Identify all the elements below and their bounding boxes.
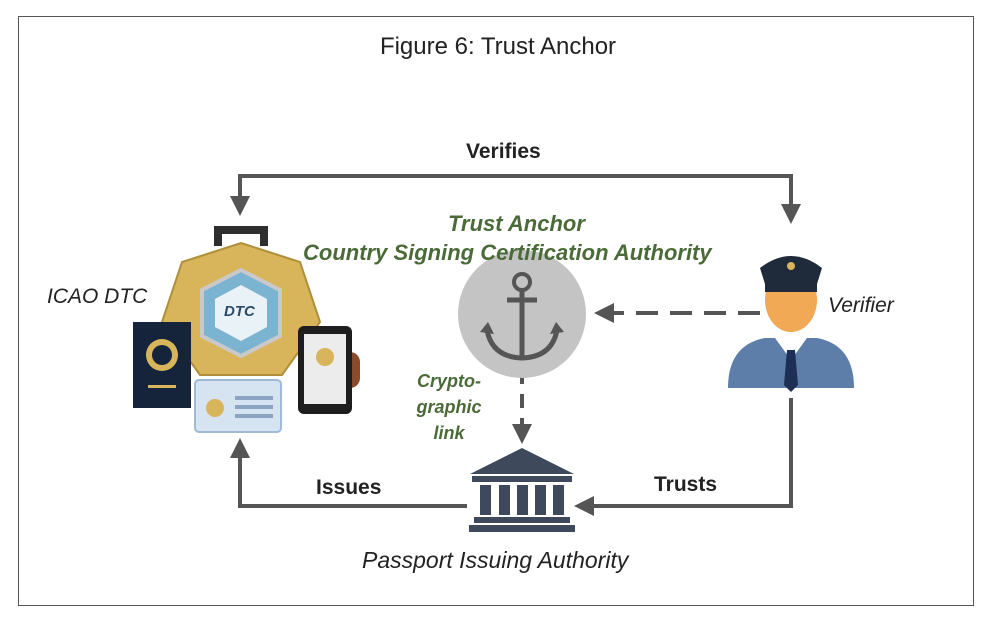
icao-dtc-label: ICAO DTC [47,285,148,308]
crypto-line-1: Crypto- [417,371,481,391]
crypto-link-label: Crypto- graphic link [402,368,496,446]
csca-label: Country Signing Certification Authority [303,240,712,265]
verifier-label: Verifier [828,294,894,317]
verifies-arrow [230,174,801,224]
phone-icon [298,326,360,414]
bank-building-icon [469,448,575,532]
issues-label: Issues [316,476,382,499]
figure-title: Figure 6: Trust Anchor [379,33,617,60]
trusts-arrow [574,398,793,516]
id-card-icon [194,379,282,433]
verifies-label: Verifies [466,140,541,163]
crypto-line-2: graphic [416,397,482,417]
crypto-line-3: link [433,423,465,443]
dtc-badge-label: DTC [224,303,255,320]
issues-arrow [230,438,467,508]
trust-anchor-label: Trust Anchor [448,211,585,236]
passport-icon [133,322,191,408]
figure-frame [18,16,974,606]
anchor-icon [458,250,586,378]
dtc-suitcase-icon [160,226,322,376]
officer-icon [728,256,854,392]
trusts-label: Trusts [654,473,718,496]
issuing-authority-label: Passport Issuing Authority [362,547,629,573]
